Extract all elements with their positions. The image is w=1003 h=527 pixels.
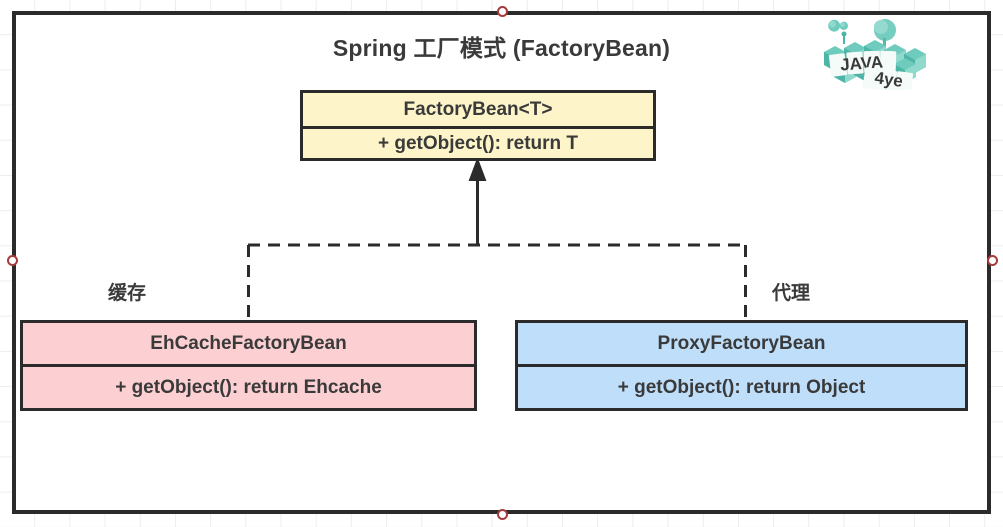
class-method-factorybean: + getObject(): return T <box>377 132 579 154</box>
class-name-proxyfactorybean: ProxyFactoryBean <box>518 323 965 367</box>
resize-handle-bottom[interactable] <box>497 509 508 520</box>
class-method-proxyfactorybean: + getObject(): return Object <box>617 376 866 398</box>
resize-handle-top[interactable] <box>497 6 508 17</box>
class-box-proxyfactorybean[interactable]: ProxyFactoryBean + getObject(): return O… <box>515 320 968 411</box>
class-name-ehcachefactorybean: EhCacheFactoryBean <box>23 323 474 367</box>
svg-text:4ye: 4ye <box>873 68 904 90</box>
class-method-ehcachefactorybean: + getObject(): return Ehcache <box>115 376 382 398</box>
java4ye-logo: JAVA 4ye <box>824 19 926 90</box>
resize-handle-left[interactable] <box>7 255 18 266</box>
annotation-cache: 缓存 <box>108 283 147 304</box>
class-box-factorybean[interactable]: FactoryBean<T> + getObject(): return T <box>300 90 656 161</box>
annotation-proxy: 代理 <box>772 283 811 304</box>
class-box-ehcachefactorybean[interactable]: EhCacheFactoryBean + getObject(): return… <box>20 320 477 411</box>
resize-handle-right[interactable] <box>987 255 998 266</box>
class-name-factorybean: FactoryBean<T> <box>303 93 653 129</box>
diagram-title: Spring 工厂模式 (FactoryBean) <box>332 35 671 61</box>
